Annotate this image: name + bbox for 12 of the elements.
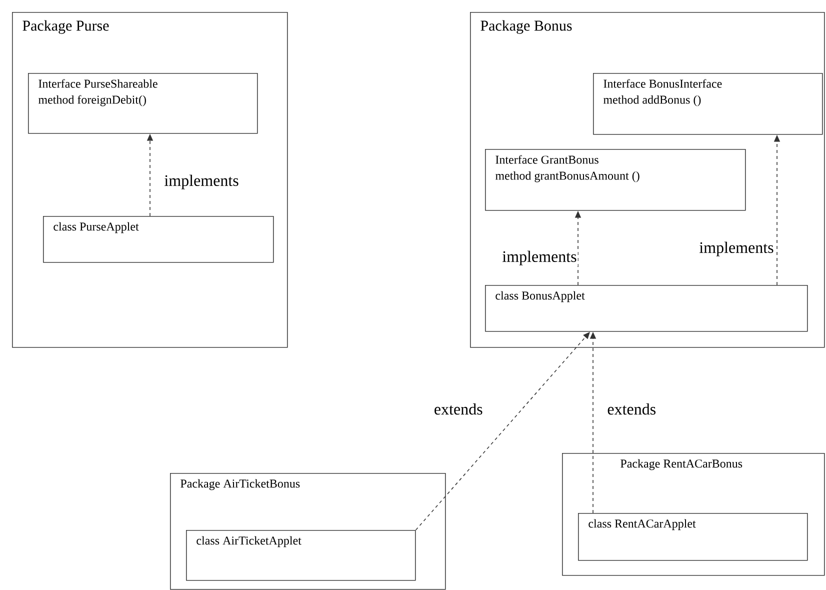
class-box: class AirTicketApplet [186,530,416,581]
interface-box: Interface GrantBonus method grantBonusAmount () [485,149,746,211]
edge-label: extends [432,402,484,416]
edge-label: implements [501,250,578,266]
interface-box: Interface PurseShareable method foreignDebit() [28,73,258,134]
class-box: class BonusApplet [485,285,808,332]
class-box: class RentACarApplet [578,513,808,561]
class-box: class PurseApplet [43,216,274,263]
edge-label: implements [163,174,240,190]
interface-box: Interface BonusInterface method addBonus () [593,73,823,135]
edge-label: extends [606,402,658,416]
edge-label: implements [698,240,775,258]
